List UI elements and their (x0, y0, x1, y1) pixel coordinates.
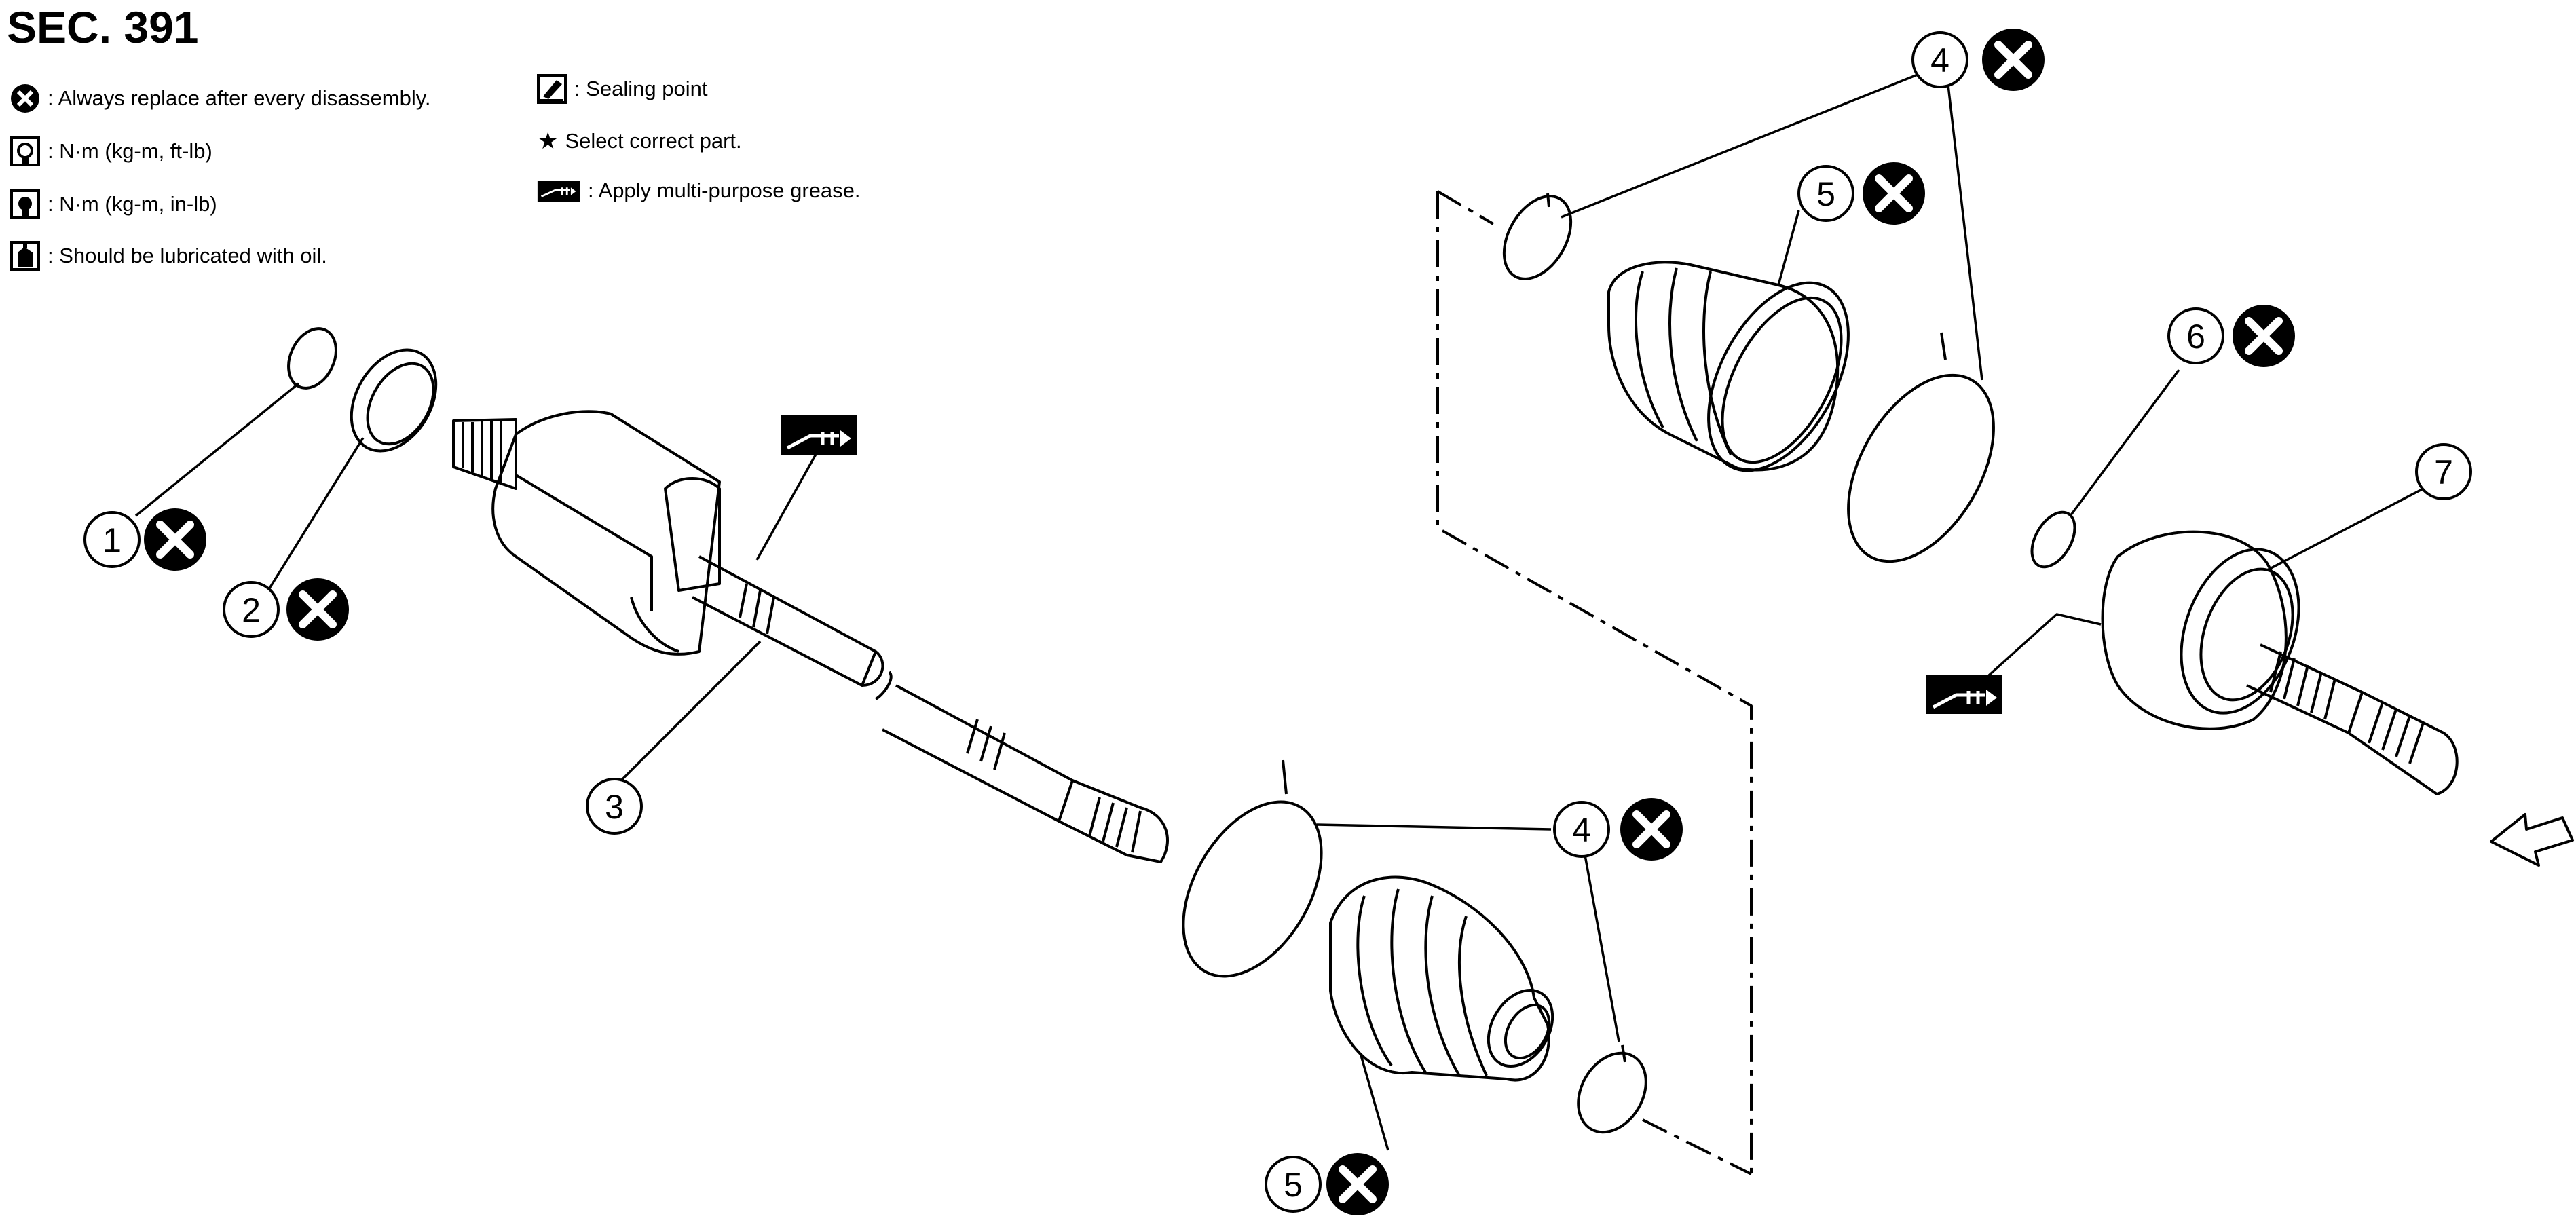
torque-wrench-icon (10, 136, 40, 166)
part-4-large-band-upper (1847, 332, 1995, 563)
oil-can-icon (10, 241, 40, 271)
legend-sealing-text: : Sealing point (574, 77, 708, 100)
replace-x-icon (1982, 29, 2045, 91)
sealing-point-icon (537, 74, 567, 104)
callout-3: 3 (586, 778, 643, 835)
replace-x-icon (11, 84, 39, 113)
direction-arrow-icon (2490, 813, 2574, 867)
legend-replace-text: : Always replace after every disassembly… (48, 86, 431, 110)
replace-x-icon (1863, 162, 1925, 225)
legend-oil-text: : Should be lubricated with oil. (48, 244, 327, 267)
grease-gun-icon-outer-joint (1926, 675, 2002, 714)
part-4-lower-band (1182, 759, 1323, 978)
legend-star: ★ Select correct part. (538, 128, 742, 155)
legend-torque-inlb: : N·m (kg-m, in-lb) (10, 189, 217, 220)
legend-torque-inlb-text: : N·m (kg-m, in-lb) (48, 192, 217, 216)
replace-x-icon (1326, 1153, 1389, 1215)
callout-6: 6 (2167, 305, 2295, 367)
callout-4-lower: 4 (1553, 798, 1683, 861)
leader-lines (134, 73, 2424, 1151)
section-title: SEC. 391 (7, 2, 199, 52)
callout-2: 2 (223, 578, 349, 641)
replace-x-icon (144, 508, 206, 571)
legend-torque-ftlb-text: : N·m (kg-m, ft-lb) (48, 139, 212, 163)
legend-oil: : Should be lubricated with oil. (10, 240, 327, 271)
callout-5-lower-number: 5 (1284, 1166, 1303, 1204)
star-icon: ★ (538, 128, 559, 154)
callout-7-number: 7 (2434, 453, 2453, 491)
legend-grease: : Apply multi-purpose grease. (536, 175, 861, 206)
legend-replace: : Always replace after every disassembly… (10, 83, 431, 114)
part-5-upper-boot (1607, 261, 1850, 472)
callout-5-lower: 5 (1265, 1153, 1389, 1215)
legend-sealing: : Sealing point (536, 73, 707, 105)
callout-1-number: 1 (102, 521, 122, 559)
part-5-lower-boot (1329, 875, 1554, 1082)
torque-wrench-small-icon (10, 189, 40, 219)
callout-4-lower-number: 4 (1572, 811, 1591, 849)
group-boundary-link-lower (1642, 1118, 1752, 1175)
callout-2-number: 2 (242, 591, 261, 629)
part-6-oring (2030, 510, 2076, 569)
callout-4-upper-number: 4 (1930, 41, 1949, 79)
group-boundary-link (1436, 190, 1495, 225)
callout-5-upper-number: 5 (1816, 175, 1835, 213)
callout-3-number: 3 (605, 788, 624, 826)
part-7-outer-joint (2101, 530, 2459, 795)
legend-torque-ftlb: : N·m (kg-m, ft-lb) (10, 136, 212, 167)
callout-5-upper: 5 (1797, 162, 1925, 225)
part-4-small-band-lower (1577, 1044, 1647, 1134)
part-4-small-band-upper (1502, 193, 1573, 280)
callout-4-upper: 4 (1911, 29, 2045, 91)
group-boundary-line (1436, 191, 1753, 1174)
replace-x-icon (1620, 798, 1683, 861)
legend-star-text: Select correct part. (565, 129, 742, 153)
replace-x-icon (286, 578, 349, 641)
replace-x-icon (2233, 305, 2295, 367)
callout-6-number: 6 (2186, 318, 2205, 356)
callout-1: 1 (83, 508, 206, 571)
legend-grease-text: : Apply multi-purpose grease. (588, 178, 861, 202)
grease-gun-icon-shaft (781, 415, 857, 455)
part-2-seal (350, 348, 438, 453)
callout-7: 7 (2415, 443, 2472, 500)
part-1-oring (287, 327, 337, 390)
grease-gun-icon (537, 181, 580, 202)
part-3-inner-joint-shaft (452, 410, 1169, 863)
